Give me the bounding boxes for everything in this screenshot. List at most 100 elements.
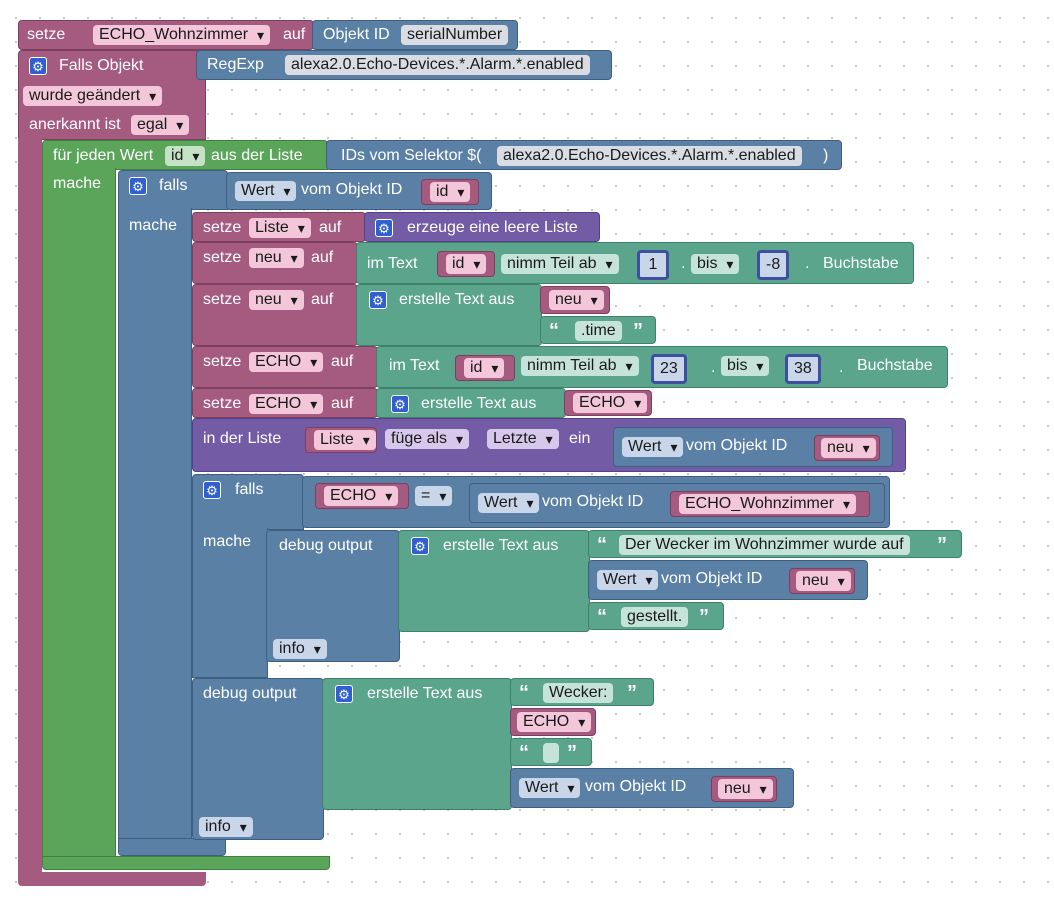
join-text-block-2[interactable]: ⚙ erstelle Text aus: [376, 388, 566, 418]
text-field-gestellt[interactable]: gestellt.: [621, 607, 689, 627]
join-text-block-4[interactable]: ⚙ erstelle Text aus: [322, 678, 512, 810]
text-field-wecker-wohnzimmer[interactable]: Der Wecker im Wohnzimmer wurde auf: [619, 535, 910, 555]
letzte-dropdown[interactable]: Letzte: [487, 429, 559, 449]
nimm-teil-ab-dropdown[interactable]: nimm Teil ab: [521, 356, 639, 376]
wert-vom-objekt-block-4[interactable]: Wert vom Objekt ID neu: [588, 560, 868, 600]
neu-var-dropdown[interactable]: neu: [249, 248, 304, 268]
wert-dropdown[interactable]: Wert: [235, 181, 297, 201]
echo-var-block[interactable]: ECHO: [510, 708, 596, 736]
selector-field[interactable]: alexa2.0.Echo-Devices.*.Alarm.*.enabled: [497, 146, 802, 166]
set-liste-block[interactable]: setze Liste auf: [192, 212, 366, 242]
bis-dropdown[interactable]: bis: [691, 254, 740, 274]
id-var-block[interactable]: id: [455, 355, 515, 381]
foreach-block[interactable]: für jeden Wert id aus der Liste: [42, 140, 328, 170]
compare-block[interactable]: ECHO = Wert vom Objekt ID ECHO_Wohnzimme…: [302, 476, 890, 528]
echo-var-dropdown[interactable]: ECHO: [573, 393, 648, 413]
text-field-wecker[interactable]: Wecker:: [543, 683, 614, 703]
neu-var-block[interactable]: neu: [814, 435, 880, 461]
gear-icon[interactable]: ⚙: [335, 685, 353, 703]
number-from[interactable]: 1: [637, 250, 669, 280]
number-to[interactable]: 38: [785, 354, 821, 384]
join-text-block-3[interactable]: ⚙ erstelle Text aus: [398, 530, 590, 632]
text-literal-time[interactable]: “ .time ”: [540, 316, 656, 344]
trigger-block[interactable]: ⚙ Falls Objekt wurde geändert anerkannt …: [18, 50, 206, 140]
objekt-id-block[interactable]: Objekt ID serialNumber: [312, 20, 518, 50]
egal-dropdown[interactable]: egal: [131, 115, 190, 135]
echo-var-dropdown[interactable]: ECHO: [324, 486, 399, 506]
text-field-space[interactable]: [543, 743, 559, 763]
var-dropdown-echo-wohnzimmer[interactable]: ECHO_Wohnzimmer: [93, 25, 271, 45]
gear-icon[interactable]: ⚙: [129, 177, 147, 195]
id-var-block[interactable]: id: [437, 251, 495, 277]
debug-output-block-2[interactable]: debug output info: [192, 678, 324, 840]
number-from[interactable]: 23: [651, 354, 687, 384]
if-block-1[interactable]: ⚙ falls: [118, 170, 228, 210]
neu-var-dropdown[interactable]: neu: [718, 779, 773, 799]
echo-var-dropdown[interactable]: ECHO: [249, 394, 324, 414]
bis-dropdown[interactable]: bis: [721, 356, 770, 376]
id-var-dropdown[interactable]: id: [446, 254, 487, 274]
gear-icon[interactable]: ⚙: [369, 291, 387, 309]
liste-var-dropdown[interactable]: Liste: [249, 218, 311, 238]
wert-dropdown[interactable]: Wert: [519, 778, 581, 798]
gear-icon[interactable]: ⚙: [29, 57, 47, 75]
regexp-pattern-field[interactable]: alexa2.0.Echo-Devices.*.Alarm.*.enabled: [285, 55, 590, 75]
liste-var-block[interactable]: Liste: [305, 427, 377, 453]
wert-dropdown[interactable]: Wert: [622, 437, 684, 457]
text-literal-wecker-wohnzimmer[interactable]: “ Der Wecker im Wohnzimmer wurde auf ”: [588, 530, 962, 558]
substring-block-2[interactable]: im Text id nimm Teil ab 23 . bis 38 . Bu…: [376, 346, 948, 388]
join-text-block-1[interactable]: ⚙ erstelle Text aus: [356, 284, 542, 346]
neu-var-dropdown[interactable]: neu: [249, 290, 304, 310]
set-neu-block-2[interactable]: setze neu auf: [192, 284, 358, 346]
serialnumber-field[interactable]: serialNumber: [401, 25, 509, 45]
id-var-block[interactable]: id: [421, 179, 479, 205]
gear-icon[interactable]: ⚙: [391, 395, 409, 413]
wert-dropdown[interactable]: Wert: [597, 570, 659, 590]
create-empty-list-block[interactable]: ⚙ erzeuge eine leere Liste: [364, 212, 600, 242]
nimm-teil-ab-dropdown[interactable]: nimm Teil ab: [501, 254, 619, 274]
number-to[interactable]: -8: [757, 250, 790, 280]
if-block-2[interactable]: ⚙ falls: [192, 474, 304, 530]
echo-wohnzimmer-var-dropdown[interactable]: ECHO_Wohnzimmer: [679, 494, 857, 514]
neu-var-dropdown[interactable]: neu: [549, 290, 604, 310]
info-dropdown[interactable]: info: [273, 639, 327, 659]
echo-var-block[interactable]: ECHO: [315, 483, 409, 509]
list-insert-block[interactable]: in der Liste Liste füge als Letzte ein W…: [192, 418, 906, 472]
id-var-dropdown[interactable]: id: [430, 182, 471, 202]
wert-dropdown[interactable]: Wert: [478, 493, 540, 513]
text-literal-space[interactable]: “ ”: [510, 738, 592, 766]
neu-var-dropdown[interactable]: neu: [796, 571, 851, 591]
wert-vom-objekt-block-5[interactable]: Wert vom Objekt ID neu: [510, 768, 794, 808]
neu-var-dropdown[interactable]: neu: [821, 438, 876, 458]
set-echo-block-2[interactable]: setze ECHO auf: [192, 388, 378, 418]
text-literal-gestellt[interactable]: “ gestellt. ”: [588, 602, 724, 630]
substring-block-1[interactable]: im Text id nimm Teil ab 1 . bis -8 . Buc…: [356, 242, 914, 284]
neu-var-block[interactable]: neu: [711, 776, 777, 802]
set-echo-block-1[interactable]: setze ECHO auf: [192, 346, 378, 388]
debug-output-block-1[interactable]: debug output info: [266, 530, 400, 662]
wert-vom-objekt-block-2[interactable]: Wert vom Objekt ID neu: [613, 427, 893, 467]
info-dropdown[interactable]: info: [199, 817, 253, 837]
neu-var-block[interactable]: neu: [540, 286, 610, 314]
set-neu-block-1[interactable]: setze neu auf: [192, 242, 358, 284]
set-echo-wohnzimmer-block[interactable]: setze ECHO_Wohnzimmer auf: [18, 20, 314, 50]
text-literal-wecker[interactable]: “ Wecker: ”: [510, 678, 654, 706]
id-var-dropdown[interactable]: id: [464, 358, 505, 378]
regexp-block[interactable]: RegExp alexa2.0.Echo-Devices.*.Alarm.*.e…: [196, 50, 612, 80]
foreach-var-dropdown[interactable]: id: [165, 146, 206, 166]
neu-var-block[interactable]: neu: [789, 568, 855, 594]
wurde-geaendert-dropdown[interactable]: wurde geändert: [23, 86, 163, 106]
echo-var-dropdown[interactable]: ECHO: [249, 352, 324, 372]
fuege-als-dropdown[interactable]: füge als: [385, 429, 470, 449]
equals-dropdown[interactable]: =: [415, 486, 453, 506]
wert-vom-objekt-block-3[interactable]: Wert vom Objekt ID ECHO_Wohnzimmer: [469, 483, 885, 523]
echo-var-dropdown[interactable]: ECHO: [517, 712, 592, 732]
gear-icon[interactable]: ⚙: [411, 537, 429, 555]
gear-icon[interactable]: ⚙: [375, 219, 393, 237]
echo-wohnzimmer-var-block[interactable]: ECHO_Wohnzimmer: [670, 491, 870, 517]
wert-vom-objekt-block-1[interactable]: Wert vom Objekt ID id: [226, 172, 492, 210]
ids-selector-block[interactable]: IDs vom Selektor $( alexa2.0.Echo-Device…: [326, 140, 842, 170]
liste-var-dropdown[interactable]: Liste: [314, 430, 376, 450]
echo-var-block[interactable]: ECHO: [564, 390, 652, 416]
gear-icon[interactable]: ⚙: [203, 481, 221, 499]
